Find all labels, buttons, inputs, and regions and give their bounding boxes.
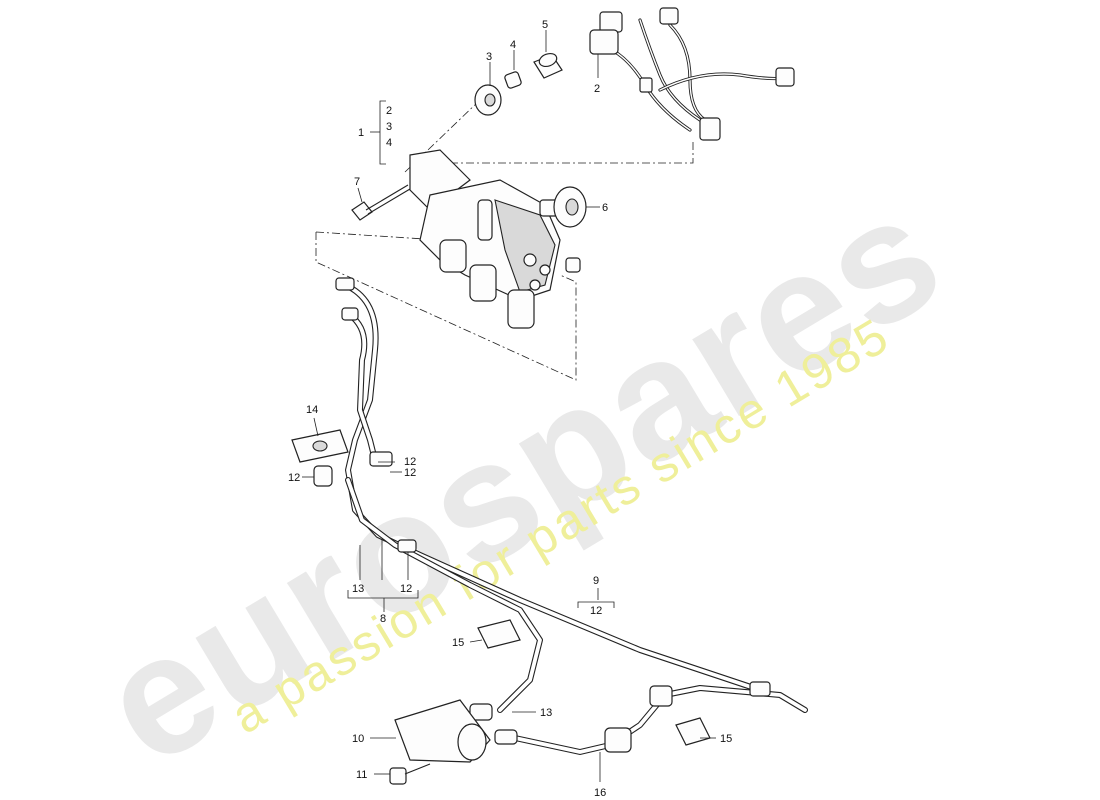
hydraulic-lines (335, 277, 808, 755)
callout-14: 14 (306, 404, 318, 416)
callout-16: 16 (594, 787, 606, 799)
wiring-harness (589, 7, 795, 141)
cap-part-5 (533, 52, 563, 79)
grommet-part-3 (474, 84, 502, 116)
callout-12-sleeve: 12 (288, 472, 300, 484)
callout-12-lower: 12 (400, 583, 412, 595)
callout-1: 1 (358, 127, 364, 139)
callout-10: 10 (352, 733, 364, 745)
callout-4: 4 (510, 39, 516, 51)
bolt-part-7 (351, 184, 411, 221)
callout-5: 5 (542, 19, 548, 31)
callout-6: 6 (602, 202, 608, 214)
callout-12-upper-b: 12 (404, 467, 416, 479)
callout-8: 8 (380, 613, 386, 625)
callout-3: 3 (486, 51, 492, 63)
callout-2: 2 (594, 83, 600, 95)
callout-13-lower: 13 (540, 707, 552, 719)
callouts: 1 2 3 4 2 3 4 5 6 7 14 12 12 12 13 12 8 … (288, 19, 732, 799)
grommet-part-6 (553, 186, 587, 228)
guide-lines (315, 99, 694, 381)
damper-part-10 (394, 699, 491, 763)
bracket-part-14 (291, 429, 349, 463)
callout-12-group-9: 12 (590, 605, 602, 617)
group-1-item-3: 3 (386, 121, 392, 133)
callout-13-left: 13 (352, 583, 364, 595)
valve-block (409, 149, 581, 329)
bushing-part-4 (504, 71, 522, 89)
group-1-item-4: 4 (386, 137, 392, 149)
clip-part-15-upper (477, 619, 521, 649)
sleeve-part-12 (313, 465, 333, 487)
callout-12-upper-a: 12 (404, 456, 416, 468)
bolt-part-11 (389, 763, 431, 785)
callout-7: 7 (354, 176, 360, 188)
group-1-item-2: 2 (386, 105, 392, 117)
callout-11: 11 (356, 769, 367, 781)
callout-15-lower: 15 (720, 733, 732, 745)
callout-15-upper: 15 (452, 637, 464, 649)
clip-part-15-lower (675, 717, 711, 746)
leader-lines (302, 30, 716, 782)
callout-9: 9 (593, 575, 599, 587)
